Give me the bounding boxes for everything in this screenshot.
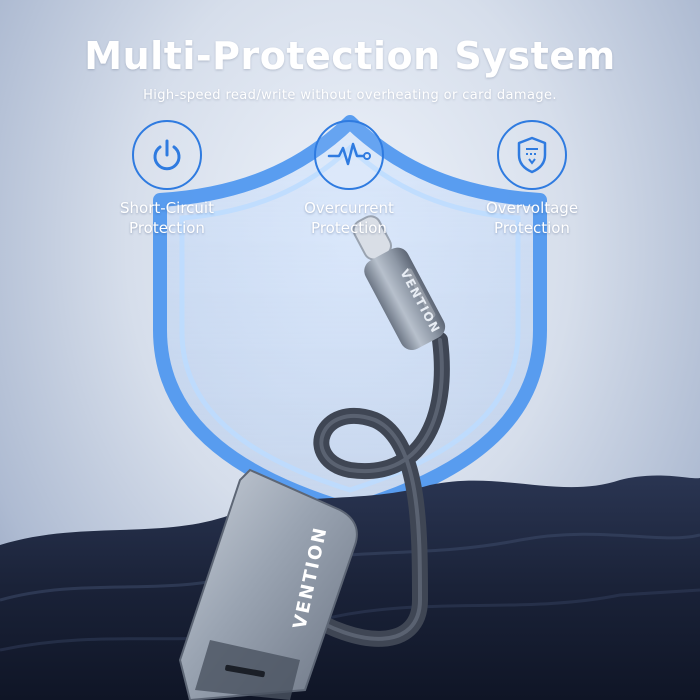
power-icon (132, 120, 202, 190)
shield-voltage-icon (497, 120, 567, 190)
page-subtitle: High-speed read/write without overheatin… (143, 88, 557, 103)
feature-label: Overvoltage Protection (485, 199, 579, 237)
pulse-wave-icon (314, 120, 384, 190)
feature-overcurrent: Overcurrent Protection (264, 120, 434, 238)
usb-c-plug (352, 215, 446, 351)
usb-c-cable (292, 332, 450, 647)
page-title: Multi-Protection System (84, 34, 616, 78)
feature-label: Overcurrent Protection (304, 199, 394, 237)
fabric-background (0, 475, 700, 700)
feature-label: Short-Circuit Protection (120, 199, 214, 237)
feature-overvoltage: Overvoltage Protection (447, 120, 617, 238)
feature-short-circuit: Short-Circuit Protection (82, 120, 252, 238)
card-reader (178, 468, 358, 700)
